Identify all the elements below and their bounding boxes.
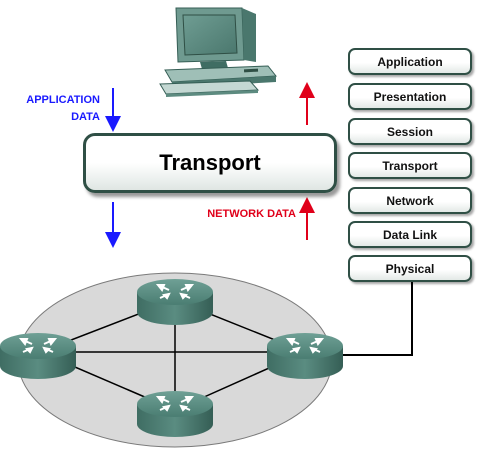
osi-layer-data-link: Data Link [348,221,472,248]
router-icon [0,333,76,379]
application-data-label: APPLICATION DATA [6,92,100,126]
network-data-label: NETWORK DATA [207,208,296,220]
router-icon [267,333,343,379]
osi-layer-network: Network [348,187,472,214]
application-data-label-line2: DATA [71,111,100,123]
router-icon [137,279,213,325]
osi-layer-transport: Transport [348,152,472,179]
osi-layer-physical: Physical [348,255,472,282]
computer-icon [159,7,277,97]
osi-layer-session: Session [348,118,472,145]
transport-label: Transport [159,150,261,175]
application-data-label-line1: APPLICATION [26,94,100,106]
router-icon [137,391,213,437]
osi-layer-application: Application [348,48,472,75]
osi-layer-presentation: Presentation [348,83,472,110]
physical-link [330,280,413,356]
transport-box: Transport [83,133,337,193]
